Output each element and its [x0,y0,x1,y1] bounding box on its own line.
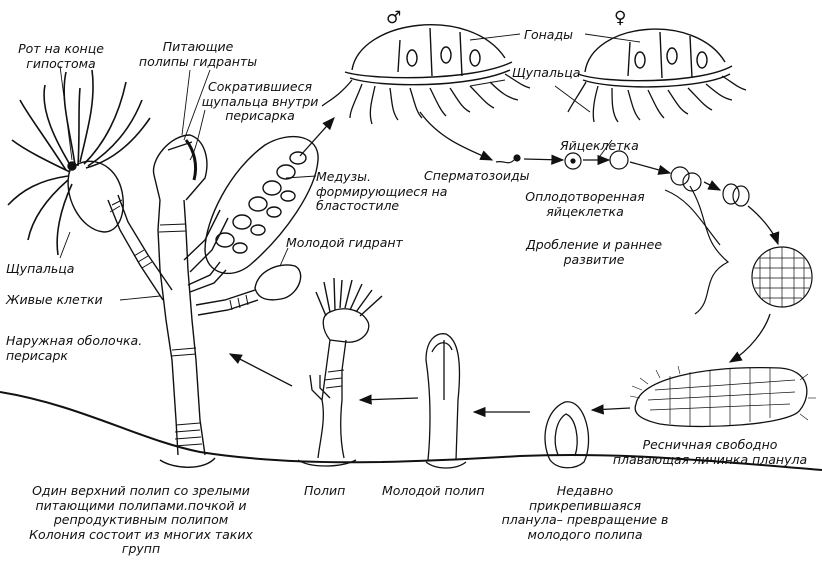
label-sperm: Сперматозоиды [424,168,530,183]
label-colony: Один верхний полип со зрелыми питающими … [29,483,253,556]
female-medusa [567,28,747,123]
label-living-cells: Живые клетки [6,292,103,307]
label-fertilized-egg: Оплодотворенная яйцеклетка [525,189,645,219]
label-mouth: Рот на конце гипостома [18,41,104,71]
male-medusa [321,24,531,125]
label-feeding-polyps: Питающие полипы гидранты [138,39,258,69]
substrate-line [0,391,822,471]
planula-larva [629,365,816,428]
label-egg: Яйцеклетка [560,138,639,153]
polyp [297,277,383,467]
leader-lines [59,33,641,301]
label-gonads: Гонады [524,27,573,42]
label-medusae-forming: Медузы. формирующиеся на бластостиле [316,169,448,213]
male-symbol: ♂ [386,8,402,28]
attached-planula [544,401,590,469]
hydroid-colony [7,69,319,468]
label-attached-planula: Недавно прикрепившаяся планула– превраще… [501,483,669,542]
label-planula: Ресничная свободно плавающая личинка пла… [612,437,808,467]
gametes-and-embryos [495,150,813,308]
cycle-arrows [228,111,780,418]
label-tentacles-medusa: Щупальца [512,65,581,80]
label-contracted-tentacles: Сократившиеся щупальца внутри перисарка [201,79,319,123]
young-polyp [425,333,467,469]
development-bracket [689,185,730,315]
label-polyp: Полип [304,483,346,498]
label-tentacles-left: Щупальца [6,261,75,276]
female-symbol: ♀ [614,8,627,28]
label-young-polyp: Молодой полип [382,483,485,498]
development-brace [664,189,721,246]
label-cleavage: Дробление и раннее развитие [525,237,663,267]
label-outer-shell: Наружная оболочка. перисарк [6,333,143,363]
label-young-hydranth: Молодой гидрант [286,235,403,250]
